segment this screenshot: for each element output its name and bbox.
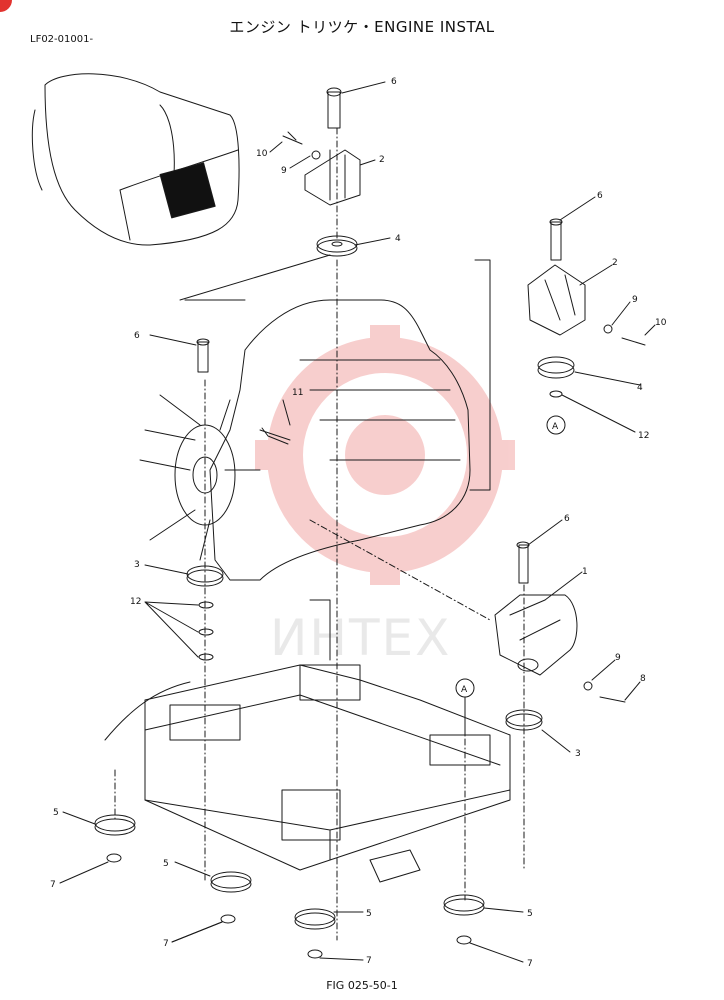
callout-10: 10 [655,318,667,328]
callout-11: 11 [292,388,303,398]
callout-3: 3 [575,749,581,759]
page-title: エンジン トリツケ・ENGINE INSTAL [229,18,495,36]
catalog-code: LF02-01001- [30,34,94,45]
callout-12: 12 [638,431,649,441]
engine-cover [31,73,240,246]
callout-5: 5 [163,859,169,869]
callout-7: 7 [163,939,169,949]
reference-a: A [552,422,559,432]
base-frame [104,599,511,883]
callout-2: 2 [612,258,618,268]
callout-10: 10 [256,149,268,159]
callout-2: 2 [379,155,385,165]
engine-block [179,254,491,581]
callout-8: 8 [640,674,646,684]
right-lower-mount [455,541,626,731]
callout-6: 6 [564,514,570,524]
callout-5: 5 [53,808,59,818]
callout-9: 9 [632,295,638,305]
watermark-gear-icon [255,325,515,585]
callout-6: 6 [391,77,397,87]
callout-4: 4 [395,234,401,244]
callout-7: 7 [527,959,533,969]
callout-7: 7 [50,880,56,890]
callout-9: 9 [615,653,621,663]
callout-12: 12 [130,597,141,607]
callout-4: 4 [637,383,643,393]
figure-number: FIG 025-50-1 [326,979,398,992]
upper-right-mount [527,218,646,435]
upper-left-mount [282,87,361,257]
callout-3: 3 [134,560,140,570]
callout-6: 6 [597,191,603,201]
watermark-text: ИНТЕХ [270,609,451,667]
centre-lines [114,127,525,941]
glow-plug [259,427,291,445]
callout-7: 7 [366,956,372,966]
rubber-mounts [94,814,485,959]
part-callouts: 6 10 9 2 4 6 2 9 10 4 A 12 6 11 3 12 6 1… [50,77,667,969]
callout-9: 9 [281,166,287,176]
leader-lines [59,81,656,963]
callout-5: 5 [527,909,533,919]
callout-6: 6 [134,331,140,341]
callout-5: 5 [366,909,372,919]
reference-a: A [461,685,468,695]
callout-1: 1 [582,567,588,577]
